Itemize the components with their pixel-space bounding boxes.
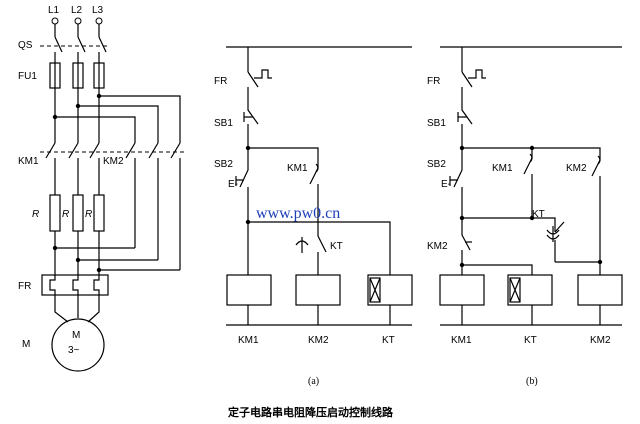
coil-label-a-1: KM1 (238, 335, 259, 346)
km1-aux-label-a: KM1 (287, 163, 308, 174)
phase-label-l1: L1 (48, 5, 60, 16)
km2-aux-contact-b (591, 159, 601, 275)
fuse-label: FU1 (18, 71, 37, 82)
resistor-label-3: R (85, 209, 92, 220)
terminal-l1 (51, 17, 59, 25)
sb1-label-b: SB1 (427, 118, 446, 129)
motor-label: M (22, 339, 30, 350)
coil-label-a-3: KT (382, 335, 395, 346)
caption-b: (b) (526, 376, 538, 387)
terminal-l2 (74, 17, 82, 25)
coil-km1-a (226, 274, 272, 306)
fr-label-a: FR (214, 76, 227, 87)
coil-label-a-2: KM2 (308, 335, 329, 346)
main-power-circuit: L1 L2 L3 QS FU1 KM1 KM2 (18, 5, 185, 372)
phase-label-l3: L3 (92, 5, 104, 16)
coil-label-b-1: KM1 (451, 335, 472, 346)
fr-thermal-relay (41, 274, 109, 296)
resistor-l1 (49, 194, 61, 232)
sb2-button-b (453, 148, 463, 218)
sb2-label-a: SB2 (214, 159, 233, 170)
qs-switch (54, 36, 107, 53)
motor-rating: 3~ (68, 345, 80, 356)
coil-km1-b (439, 274, 485, 306)
sb2-symbol-a: E- (228, 179, 238, 190)
phase-label-l2: L2 (71, 5, 83, 16)
fr-contact-a (247, 47, 259, 100)
kt-label-a: KT (330, 241, 343, 252)
coil-km2-a (295, 274, 341, 306)
kt-timed-contact-b (554, 221, 565, 262)
resistor-l3 (93, 194, 105, 232)
coil-label-b-3: KM2 (590, 335, 611, 346)
control-circuit-b: FR SB1 SB2 E- KM1 KM2 KT KM2 (427, 46, 623, 387)
caption-a: (a) (308, 376, 319, 387)
resistor-label-1: R (32, 209, 39, 220)
qs-label: QS (18, 40, 33, 51)
km2-nc-contact-b (461, 218, 471, 275)
fr-contact-b (461, 47, 473, 100)
motor (51, 318, 105, 372)
sb2-button-a (239, 148, 249, 222)
km2-main-contacts (125, 142, 181, 159)
km2-aux-label-b: KM2 (566, 163, 587, 174)
fr-label: FR (18, 281, 31, 292)
motor-symbol: M (72, 330, 80, 341)
terminal-l3 (95, 17, 103, 25)
km2-label: KM2 (103, 156, 124, 167)
sb1-label-a: SB1 (214, 118, 233, 129)
sb1-button-a (247, 100, 259, 148)
km1-label: KM1 (18, 156, 39, 167)
sb2-label-b: SB2 (427, 159, 446, 170)
resistor-label-2: R (62, 209, 69, 220)
kt-label-b: KT (532, 209, 545, 220)
kt-timed-contact-a (317, 222, 327, 275)
fr-label-b: FR (427, 76, 440, 87)
resistor-l2 (72, 194, 84, 232)
sb1-button-b (461, 100, 473, 148)
km1-aux-contact-b (523, 157, 533, 218)
sb2-symbol-b: E- (441, 179, 451, 190)
km2-nc-label-b: KM2 (427, 241, 448, 252)
km1-main-contacts (45, 142, 100, 159)
watermark: www.pw0.cn (256, 205, 340, 222)
coil-label-b-2: KT (524, 335, 537, 346)
coil-km2-b (577, 274, 623, 306)
control-circuit-a: FR SB1 SB2 E- KM1 KT KM1 KM2 KT (a (214, 46, 413, 387)
diagram-title: 定子电路串电阻降压启动控制线路 (228, 405, 394, 419)
km1-aux-label-b: KM1 (492, 163, 513, 174)
